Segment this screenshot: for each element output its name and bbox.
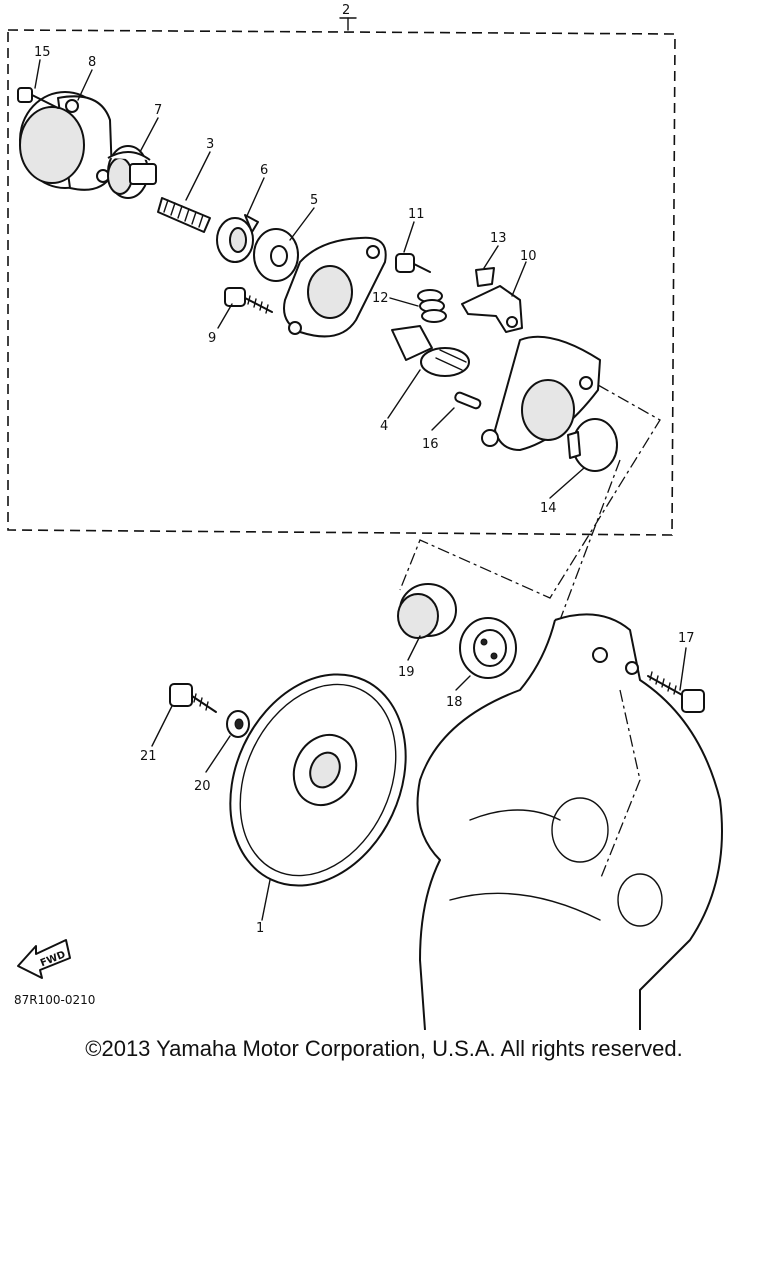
callout-8: 8 bbox=[88, 55, 96, 70]
part-4-gear bbox=[391, 325, 470, 377]
part-17-bolt bbox=[647, 671, 705, 713]
copyright-notice: ©2013 Yamaha Motor Corporation, U.S.A. A… bbox=[85, 1036, 683, 1061]
callout-18: 18 bbox=[446, 695, 463, 710]
callout-12: 12 bbox=[372, 291, 389, 306]
part-9-bolt bbox=[224, 287, 273, 314]
callout-21: 21 bbox=[140, 749, 157, 764]
callout-15: 15 bbox=[34, 45, 51, 60]
callout-6: 6 bbox=[260, 163, 268, 178]
part-21-bolt bbox=[169, 683, 217, 713]
leader-lines bbox=[34, 59, 687, 921]
callout-labels: 2 15 8 7 3 6 5 9 11 13 10 12 4 16 14 19 … bbox=[34, 3, 695, 936]
callout-1: 1 bbox=[256, 921, 264, 936]
part-12-spring bbox=[417, 289, 447, 323]
part-11-bolt bbox=[395, 253, 431, 273]
callout-7: 7 bbox=[154, 103, 162, 118]
callout-14: 14 bbox=[540, 501, 557, 516]
callout-20: 20 bbox=[194, 779, 211, 794]
guide-lines bbox=[399, 384, 661, 621]
assembly-boundary bbox=[7, 17, 676, 536]
part-13-plug bbox=[475, 267, 495, 287]
part-15-screw bbox=[17, 87, 59, 109]
part-5-washer bbox=[253, 228, 299, 282]
part-18-bearing bbox=[459, 617, 517, 679]
callout-16: 16 bbox=[422, 437, 439, 452]
engine-case bbox=[416, 613, 723, 1030]
callout-10: 10 bbox=[520, 249, 537, 264]
pump-housing bbox=[283, 236, 387, 338]
callout-11: 11 bbox=[408, 207, 425, 222]
callout-3: 3 bbox=[206, 137, 214, 152]
part-14-cap bbox=[567, 418, 618, 472]
part-6-clip bbox=[216, 214, 259, 263]
part-3-spring bbox=[157, 197, 211, 233]
part-19-seal bbox=[397, 583, 457, 639]
callout-9: 9 bbox=[208, 331, 216, 346]
callout-4: 4 bbox=[380, 419, 388, 434]
callout-5: 5 bbox=[310, 193, 318, 208]
callout-17: 17 bbox=[678, 631, 695, 646]
fwd-arrow-icon: FWD bbox=[17, 939, 71, 979]
diagram-code: 87R100-0210 bbox=[14, 993, 95, 1007]
part-7-rotor bbox=[107, 145, 157, 199]
callout-13: 13 bbox=[490, 231, 507, 246]
part-20-washer bbox=[226, 710, 250, 738]
callout-2: 2 bbox=[342, 3, 350, 18]
exploded-parts-diagram: 2 15 8 7 3 6 5 9 11 13 10 12 4 16 14 19 … bbox=[7, 3, 723, 1030]
part-10-lever bbox=[461, 285, 523, 333]
part-8-cover bbox=[19, 91, 113, 191]
pump-body bbox=[481, 335, 601, 451]
part-16-pin bbox=[454, 391, 482, 410]
part-1-disc bbox=[229, 673, 407, 887]
callout-19: 19 bbox=[398, 665, 415, 680]
